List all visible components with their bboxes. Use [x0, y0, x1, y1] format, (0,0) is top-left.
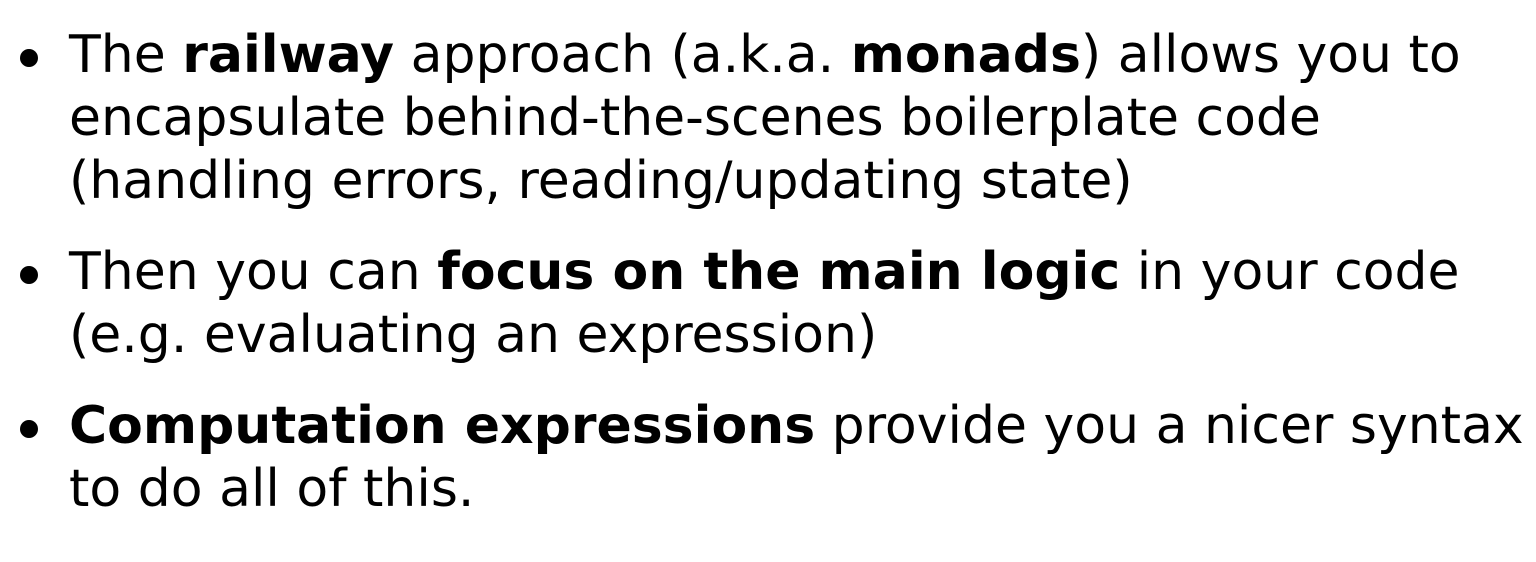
bullet-dot-icon: [20, 266, 38, 284]
bullet-item-computation: Computation expressions provide you a ni…: [0, 395, 1536, 521]
bullet-text: Then you can focus on the main logic in …: [69, 241, 1526, 367]
bullet-text-segment: approach (a.k.a.: [394, 25, 851, 85]
bullet-text-segment: The: [69, 25, 183, 85]
bullet-text: The railway approach (a.k.a. monads) all…: [69, 24, 1526, 213]
bullet-item-focus: Then you can focus on the main logic in …: [0, 241, 1536, 367]
bullet-text: Computation expressions provide you a ni…: [69, 395, 1526, 521]
bullet-text-segment: provide you a nicer syntax to do all of …: [69, 396, 1524, 519]
bullet-text-bold: Computation expressions: [69, 396, 816, 456]
bullet-text-segment: ) allows you to encapsulate behind-the-s…: [69, 25, 1461, 211]
bullet-item-railway: The railway approach (a.k.a. monads) all…: [0, 24, 1536, 213]
bullet-text-bold: monads: [850, 25, 1081, 85]
bullet-text-bold: focus on the main logic: [437, 242, 1121, 302]
bullet-text-segment: Then you can: [69, 242, 438, 302]
bullet-dot-icon: [20, 49, 38, 67]
bullet-dot-icon: [20, 420, 38, 438]
bullet-text-segment: in your code (e.g. evaluating an express…: [69, 242, 1460, 365]
bullet-text-bold: railway: [182, 25, 395, 85]
bullet-list: The railway approach (a.k.a. monads) all…: [0, 24, 1536, 549]
